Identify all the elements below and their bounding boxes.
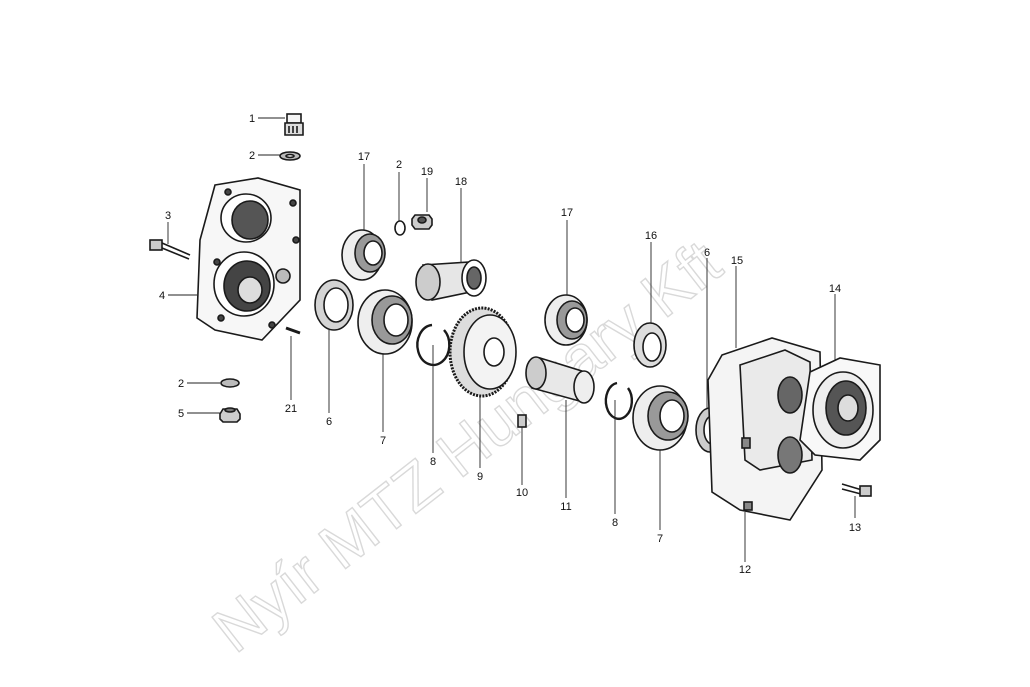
part-pin — [285, 326, 301, 335]
callout-13: 13 — [849, 522, 861, 534]
callout-19: 19 — [421, 166, 433, 178]
callout-8: 8 — [430, 456, 436, 468]
callout-2: 2 — [178, 378, 184, 390]
part-nut — [219, 407, 241, 423]
callout-6: 6 — [704, 247, 710, 259]
part-front-housing — [196, 177, 301, 341]
part-bearing-right — [632, 385, 689, 451]
callout-10: 10 — [516, 487, 528, 499]
part-circlip-left — [416, 323, 451, 367]
part-oil-seal-16 — [633, 322, 667, 368]
part-flange — [799, 357, 881, 461]
callout-4: 4 — [159, 290, 165, 302]
part-bearing-17-right — [544, 294, 588, 346]
callout-7: 7 — [657, 533, 663, 545]
part-ring-small — [394, 220, 406, 236]
callout-21: 21 — [285, 403, 297, 415]
callout-17: 17 — [358, 151, 370, 163]
part-circlip-right — [604, 381, 634, 420]
callout-3: 3 — [165, 210, 171, 222]
callout-16: 16 — [645, 230, 657, 242]
callout-11: 11 — [560, 501, 571, 513]
part-bolt-left — [149, 239, 191, 260]
callout-2: 2 — [249, 150, 255, 162]
part-key — [517, 414, 527, 428]
callout-6: 6 — [326, 416, 332, 428]
part-rear-housing — [707, 337, 823, 521]
callout-5: 5 — [178, 408, 184, 420]
callout-2: 2 — [396, 159, 402, 171]
part-oil-seal-left — [314, 279, 354, 331]
callout-15: 15 — [731, 255, 743, 267]
callout-9: 9 — [477, 471, 483, 483]
callout-8: 8 — [612, 517, 618, 529]
part-splined-sleeve — [415, 259, 487, 301]
callout-17: 17 — [561, 207, 573, 219]
leader-lines — [167, 117, 856, 562]
callout-7: 7 — [380, 435, 386, 447]
part-bearing-17-left — [341, 229, 386, 281]
callout-18: 18 — [455, 176, 467, 188]
part-shaft — [525, 356, 595, 404]
part-bolt-right — [841, 483, 872, 497]
part-gear — [448, 306, 517, 398]
callout-12: 12 — [739, 564, 751, 576]
part-washer-low — [220, 378, 240, 388]
callout-labels: 1 2 3 4 2 5 21 6 7 17 2 19 18 8 9 10 11 … — [159, 113, 861, 576]
callout-1: 1 — [249, 113, 255, 125]
part-nut-19 — [411, 214, 433, 230]
callout-14: 14 — [829, 283, 841, 295]
part-bearing-left — [357, 289, 413, 355]
part-drain-plug — [284, 113, 304, 136]
